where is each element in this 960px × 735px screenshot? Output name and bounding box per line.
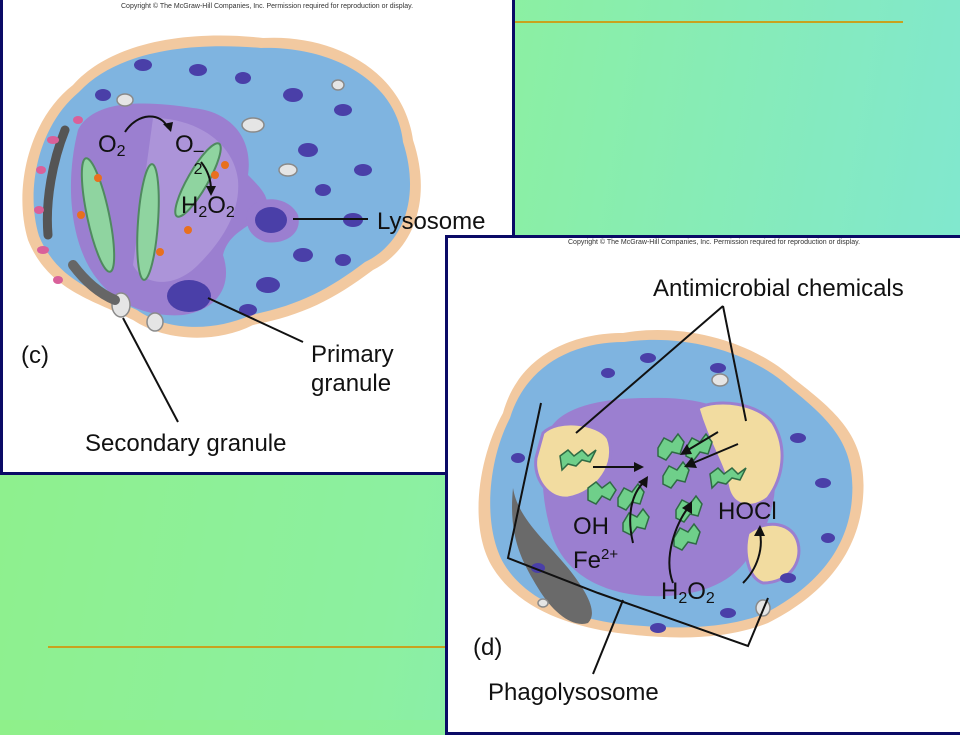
label-phagolysosome: Phagolysosome — [488, 679, 659, 706]
label-antimicrobial-chemicals: Antimicrobial chemicals — [653, 275, 904, 302]
label-lysosome: Lysosome — [377, 208, 486, 235]
chem-o2: O2 — [98, 131, 126, 161]
copyright-notice: Copyright © The McGraw-Hill Companies, I… — [121, 3, 414, 10]
chem-h2o2-d: H2O2 — [661, 578, 715, 608]
decorative-rule-bottom — [48, 646, 448, 648]
phagolysosome-bracket — [506, 402, 769, 648]
panel-c: Copyright © The McGraw-Hill Companies, I… — [0, 0, 515, 475]
oxidase-dots — [77, 161, 229, 256]
cytoplasmic-granules — [95, 59, 372, 316]
specific-granule-rod — [136, 163, 160, 281]
leader-line-antimicrobial — [575, 305, 724, 434]
label-primary-granule-line2: granule — [311, 370, 392, 397]
small-granules — [34, 116, 83, 284]
label-secondary-granule: Secondary granule — [85, 430, 287, 457]
label-primary-granule-line1: Primary — [311, 341, 394, 368]
chem-superoxide: O–2 — [175, 131, 204, 179]
decorative-rule-top — [515, 21, 903, 23]
bacteria — [559, 432, 747, 551]
specific-granule-rod — [174, 142, 222, 218]
cytoplasmic-granules — [511, 353, 835, 633]
chem-h2o2-c: H2O2 — [181, 192, 235, 222]
neutrophil-illustration-d — [478, 305, 864, 675]
granule-lobe — [744, 522, 801, 585]
granule-lobe — [696, 401, 784, 507]
chem-fe: Fe2+ — [573, 546, 619, 574]
leader-line-secondary-granule — [122, 317, 179, 423]
neutrophil-illustration-c — [22, 35, 421, 423]
leader-line-primary-granule — [207, 297, 304, 343]
panel-tag-c: (c) — [21, 342, 49, 369]
chem-oh: OH — [573, 513, 609, 540]
panel-d: Copyright © The McGraw-Hill Companies, I… — [445, 235, 960, 735]
chem-hocl: HOCl — [718, 498, 777, 525]
specific-granule-rod — [80, 157, 116, 273]
panel-tag-d: (d) — [473, 634, 503, 661]
leader-line-antimicrobial — [722, 305, 747, 422]
copyright-notice: Copyright © The McGraw-Hill Companies, I… — [568, 239, 861, 246]
primary-granule — [167, 280, 211, 312]
leader-line-phagolysosome — [592, 599, 624, 675]
